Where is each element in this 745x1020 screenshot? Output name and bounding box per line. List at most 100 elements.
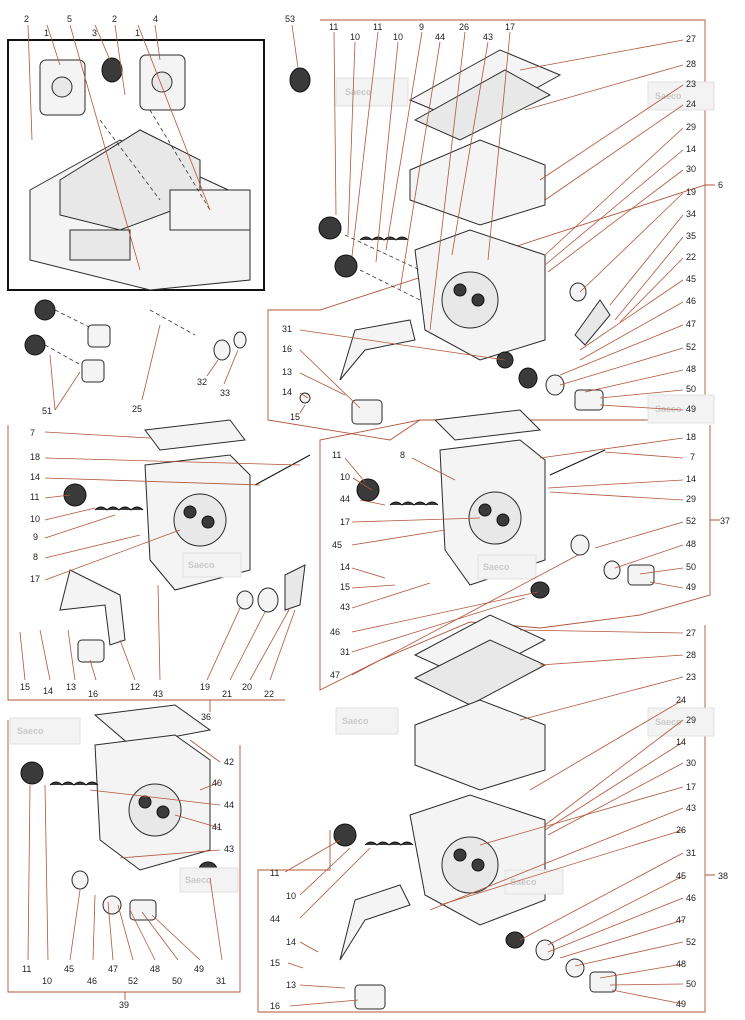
group-37: 37 Saeco 11 10 8 44 17 45 14 15 43 4 <box>319 409 730 691</box>
g6-label: 22 <box>686 252 696 262</box>
g37-label: 18 <box>686 432 696 442</box>
g37-label: 11 <box>332 450 341 460</box>
inset-label: 4 <box>153 14 158 24</box>
inset-panel: 2 1 5 3 2 4 1 <box>7 14 265 291</box>
g37-label: 10 <box>340 472 350 482</box>
watermark-logo: Saeco <box>655 91 682 101</box>
inset-label: 1 <box>135 28 140 38</box>
g38-label: 14 <box>286 937 296 947</box>
watermark-logo: Saeco <box>188 560 215 570</box>
loose-label: 33 <box>220 388 230 398</box>
g6-label: 17 <box>505 22 515 32</box>
g6-label: 14 <box>686 144 696 154</box>
g36-label: 18 <box>30 452 40 462</box>
g39-label: 52 <box>128 976 138 986</box>
g6-label: 34 <box>686 209 696 219</box>
g39-label: 50 <box>172 976 182 986</box>
watermark-logo: Saeco <box>510 877 537 887</box>
g37-label: 8 <box>400 450 405 460</box>
g38-label: 44 <box>270 914 280 924</box>
g37-label: 7 <box>690 452 695 462</box>
group-38: 38 Saeco Saeco Saeco <box>257 614 728 1013</box>
g37-label: 14 <box>340 562 350 572</box>
g6-label: 50 <box>686 384 696 394</box>
g38-label: 46 <box>686 893 696 903</box>
g39-label: 10 <box>42 976 52 986</box>
watermark-logo: Saeco <box>17 726 44 736</box>
g38-label: 49 <box>676 999 686 1009</box>
g39-label: 48 <box>150 964 160 974</box>
watermark-logo: Saeco <box>483 562 510 572</box>
g37-label: 17 <box>340 517 350 527</box>
g6-label: 15 <box>290 412 300 422</box>
g6-label: 27 <box>686 34 696 44</box>
g37-label: 52 <box>686 516 696 526</box>
g38-label: 52 <box>686 937 696 947</box>
g37-label: 49 <box>686 582 696 592</box>
g38-label: 47 <box>676 915 686 925</box>
g38-label: 48 <box>676 959 686 969</box>
g39-label: 43 <box>224 844 234 854</box>
watermark-logo: Saeco <box>345 87 372 97</box>
g36-label: 10 <box>30 514 40 524</box>
g36-label: 22 <box>264 689 274 699</box>
g39-label: 47 <box>108 964 118 974</box>
group-label: 39 <box>119 1000 129 1010</box>
g6-label: 46 <box>686 296 696 306</box>
group-label: 36 <box>201 712 211 722</box>
watermark-logo: Saeco <box>655 717 682 727</box>
g38-label: 30 <box>686 758 696 768</box>
g36-label: 9 <box>33 532 38 542</box>
g6-label: 10 <box>393 32 403 42</box>
g39-label: 44 <box>224 800 234 810</box>
g6-label: 29 <box>686 122 696 132</box>
g6-label: 23 <box>686 79 696 89</box>
group-6: 6 Saeco Saeco Saeco <box>267 19 723 441</box>
g37-label: 50 <box>686 562 696 572</box>
g39-label: 40 <box>212 778 222 788</box>
g37-label: 48 <box>686 539 696 549</box>
g37-label: 47 <box>330 670 340 680</box>
g39-label: 41 <box>212 822 222 832</box>
g36-label: 14 <box>30 472 40 482</box>
g37-label: 45 <box>332 540 342 550</box>
g6-label: 44 <box>435 32 445 42</box>
g36-label: 17 <box>30 574 40 584</box>
g36-label: 8 <box>33 552 38 562</box>
group-label: 37 <box>720 516 730 526</box>
g36-label: 19 <box>200 682 210 692</box>
g6-label: 24 <box>686 99 696 109</box>
g6-label: 26 <box>459 22 469 32</box>
g36-label: 21 <box>222 689 232 699</box>
inset-label: 2 <box>112 14 117 24</box>
g39-label: 42 <box>224 757 234 767</box>
g36-label: 13 <box>66 682 76 692</box>
g38-label: 15 <box>270 958 280 968</box>
loose-label: 51 <box>42 406 52 416</box>
g6-label: 11 <box>373 22 382 32</box>
g6-label: 31 <box>282 324 292 334</box>
g36-label: 20 <box>242 682 252 692</box>
g36-label: 15 <box>20 682 30 692</box>
g38-label: 17 <box>686 782 696 792</box>
loose-label: 53 <box>285 14 295 24</box>
g38-label: 24 <box>676 695 686 705</box>
g37-label: 31 <box>340 647 350 657</box>
g6-label: 52 <box>686 342 696 352</box>
loose-label: 32 <box>197 377 207 387</box>
g39-label: 45 <box>64 964 74 974</box>
g6-label: 14 <box>282 387 292 397</box>
g36-label: 43 <box>153 689 163 699</box>
g37-label: 43 <box>340 602 350 612</box>
inset-label: 1 <box>44 28 49 38</box>
g39-label: 31 <box>216 976 226 986</box>
inset-label: 2 <box>24 14 29 24</box>
g39-label: 46 <box>87 976 97 986</box>
g6-label: 16 <box>282 344 292 354</box>
g6-label: 30 <box>686 164 696 174</box>
loose-label: 25 <box>132 404 142 414</box>
g36-label: 12 <box>130 682 140 692</box>
g6-label: 47 <box>686 319 696 329</box>
group-label: 38 <box>718 871 728 881</box>
